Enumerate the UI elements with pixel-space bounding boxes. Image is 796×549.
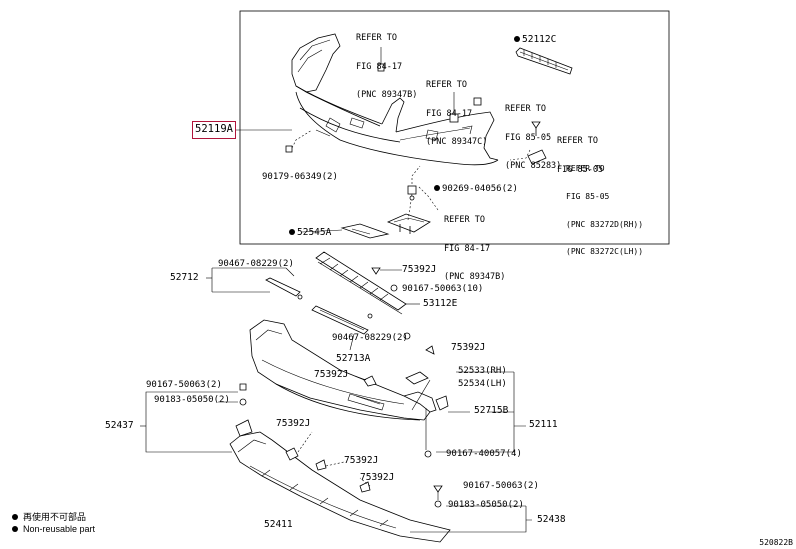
refer-to-box-6[interactable]: REFER TO FIG 84-17 (PNC 89347B) (444, 197, 505, 292)
part-label-52712[interactable]: 52712 (170, 272, 199, 283)
ref-line: (PNC 89347C) (426, 137, 488, 147)
ref-line: FIG 84-17 (356, 61, 403, 72)
part-label-52411[interactable]: 52411 (264, 519, 293, 530)
part-label-75392j-f[interactable]: 75392J (360, 472, 395, 483)
ref-line: FIG 85-05 (505, 132, 552, 143)
part-label-52533[interactable]: 52533(RH) (458, 366, 507, 376)
ref-line: REFER TO (566, 164, 605, 174)
highlighted-part-label[interactable]: 52119A (192, 121, 236, 139)
bumper-cover-drawing (291, 33, 499, 166)
part-label-75392j-e[interactable]: 75392J (344, 455, 379, 466)
part-label-52438[interactable]: 52438 (537, 514, 566, 525)
part-label-75392j-c[interactable]: 75392J (314, 369, 349, 380)
refer-to-box-1[interactable]: REFER TO FIG 84-17 (PNC 89347B) (356, 15, 417, 110)
refer-to-box-5[interactable]: REFER TO FIG 85-05 (PNC 83272D(RH)) (PNC… (566, 146, 643, 266)
ref-line: REFER TO (557, 136, 598, 146)
part-label-52715b[interactable]: 52715B (474, 405, 509, 416)
legend-line-jp: 再使用不可部品 (12, 512, 86, 523)
part-label-52713a[interactable]: 52713A (336, 353, 371, 364)
part-label-90179[interactable]: 90179-06349(2) (262, 172, 338, 182)
ref-line: (PNC 85283) (505, 161, 562, 171)
bullet-icon (12, 514, 18, 520)
part-label-52545a[interactable]: 52545A (289, 228, 331, 238)
ref-line: (PNC 83272C(LH)) (566, 247, 644, 257)
refer-to-box-2[interactable]: REFER TO FIG 84-17 (PNC 89347C) (426, 62, 487, 157)
part-label-75392j-b[interactable]: 75392J (451, 342, 486, 353)
ref-line: (PNC 89347B) (444, 272, 506, 282)
ref-line: (PNC 89347B) (356, 90, 418, 100)
part-label-90183-a[interactable]: 90183-05050(2) (154, 395, 230, 405)
ref-line: FIG 84-17 (426, 108, 473, 119)
legend-text: Non-reusable part (23, 524, 96, 534)
bullet-icon (12, 526, 18, 532)
part-label-90167-d[interactable]: 90167-50063(2) (463, 481, 539, 491)
part-label-75392j-a[interactable]: 75392J (402, 264, 437, 275)
part-label-90467-a[interactable]: 90467-08229(2) (218, 259, 294, 269)
part-label-90183-b[interactable]: 90183-05050(2) (448, 500, 524, 510)
ref-line: REFER TO (444, 215, 485, 225)
part-label-53112e[interactable]: 53112E (423, 298, 458, 309)
ref-line: FIG 85-05 (566, 192, 610, 202)
ref-line: (PNC 83272D(RH)) (566, 219, 644, 229)
part-label-52112c[interactable]: 52112C (514, 35, 556, 45)
refer-to-box-4[interactable]: REFER TO FIG 85-05 (557, 118, 603, 185)
ref-line: FIG 85-05 (557, 164, 604, 175)
figure-code: 520822B (759, 538, 793, 547)
refer-to-box-3[interactable]: REFER TO FIG 85-05 (PNC 85283) (505, 86, 561, 181)
part-label-90467-b[interactable]: 90467-08229(2) (332, 333, 408, 343)
part-label-52111[interactable]: 52111 (529, 419, 558, 430)
part-label-90167-c[interactable]: 90167-40057(4) (446, 449, 522, 459)
part-label-90167-b[interactable]: 90167-50063(2) (146, 380, 222, 390)
legend-line-en: Non-reusable part (12, 524, 95, 535)
part-label-90167-a[interactable]: 90167-50063(10) (402, 284, 484, 294)
part-label-52534[interactable]: 52534(LH) (458, 379, 507, 389)
ref-line: FIG 84-17 (444, 243, 491, 254)
ref-line: REFER TO (426, 80, 467, 90)
top-group-frame (239, 10, 670, 245)
legend-text: 再使用不可部品 (23, 512, 87, 522)
ref-line: REFER TO (505, 104, 546, 114)
part-label-90269[interactable]: 90269-04056(2) (434, 184, 518, 194)
part-label-52437[interactable]: 52437 (105, 420, 134, 431)
part-label-75392j-d[interactable]: 75392J (276, 418, 311, 429)
ref-line: REFER TO (356, 33, 397, 43)
